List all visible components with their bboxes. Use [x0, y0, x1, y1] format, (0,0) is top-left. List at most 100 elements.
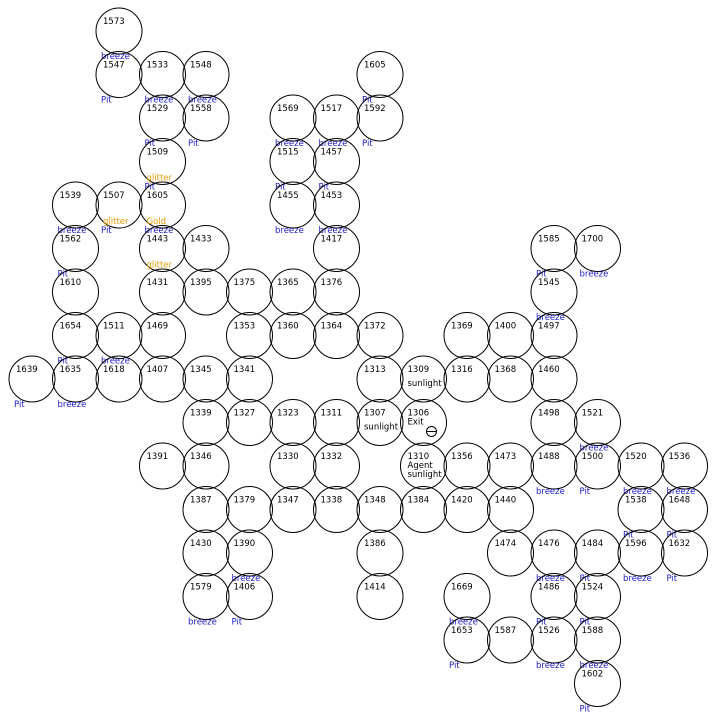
cave-cell: 1345 [182, 355, 230, 403]
cell-id: 1360 [277, 322, 299, 332]
cell-circle [52, 268, 99, 316]
cell-id: 1700 [582, 235, 604, 245]
cell-id: 1364 [321, 322, 343, 332]
cell-circle [182, 51, 230, 98]
cell-id: 1306 [408, 409, 430, 419]
cell-percept-breeze: breeze [580, 444, 609, 454]
cell-id: 1414 [364, 583, 386, 593]
cell-id: 1632 [669, 539, 691, 549]
cell-id: 1387 [190, 496, 212, 506]
cell-percept-pit: Pit [319, 183, 330, 193]
cell-circle [313, 312, 360, 359]
cell-percept-pit: Pit [101, 96, 112, 106]
cave-cell: 1372 [356, 312, 404, 359]
cell-percept-pit: Pit [667, 574, 678, 584]
cell-circle [530, 529, 578, 577]
cell-circle [443, 573, 491, 620]
cell-circle [574, 529, 621, 577]
cell-circle [269, 181, 317, 229]
cell-percept-pit: Pit [14, 400, 25, 410]
cell-circle [226, 486, 273, 533]
cave-cell: 1332 [313, 442, 360, 490]
cell-circle [313, 399, 360, 446]
cell-percept-pit: Pit [580, 487, 591, 497]
cell-id: 1521 [582, 409, 604, 419]
cave-cell: 1414 [356, 573, 404, 620]
cave-cell: 1368 [487, 355, 534, 403]
cell-percept-breeze: breeze [275, 226, 304, 236]
cell-circle [313, 442, 360, 490]
cell-circle [182, 94, 230, 142]
cave-cell: 1420 [443, 486, 491, 533]
cell-percept-breeze: breeze [536, 574, 565, 584]
cell-percept-pit: Pit [101, 226, 112, 236]
cell-percept-pit: Pit [536, 270, 547, 280]
cell-circle [487, 312, 534, 359]
cell-id: 1379 [234, 496, 256, 506]
cell-id: 1348 [364, 496, 386, 506]
cell-circle [226, 268, 273, 316]
cell-circle [574, 442, 621, 490]
cell-id: 1430 [190, 539, 212, 549]
cell-percept-breeze: breeze [275, 139, 304, 149]
cave-cell: 1498 [530, 399, 578, 446]
cave-cell: 1356 [443, 442, 491, 490]
cave-cell: 1520 breeze [617, 442, 665, 497]
cell-id: 1602 [582, 670, 604, 680]
cell-id: 1507 [103, 191, 125, 201]
cell-percept-breeze: breeze [580, 661, 609, 671]
cell-id: 1356 [451, 452, 473, 462]
cave-cell: 1395 [182, 268, 230, 316]
cell-percept-breeze: breeze [188, 96, 217, 106]
cell-id: 1538 [625, 496, 647, 506]
cell-circle [487, 355, 534, 403]
cell-circle [182, 355, 230, 403]
cell-percept-breeze: breeze [536, 313, 565, 323]
cell-percept-glitter: glitter [103, 217, 129, 227]
cell-id: 1453 [321, 191, 343, 201]
cell-id: 1520 [625, 452, 647, 462]
cell-percept-pit: Pit [449, 661, 460, 671]
cave-cell: 1521 breeze [574, 399, 621, 454]
cell-circle [530, 225, 578, 272]
cell-circle [487, 616, 534, 664]
cell-id: 1372 [364, 322, 386, 332]
cell-id: 1515 [277, 148, 299, 158]
cell-id: 1365 [277, 278, 299, 288]
cell-id: 1476 [538, 539, 560, 549]
cell-circle [661, 442, 708, 490]
cell-percept-breeze: breeze [623, 487, 652, 497]
cave-cell: 1460 [530, 355, 578, 403]
cell-circle [313, 225, 360, 272]
cell-id: 1443 [147, 235, 169, 245]
cell-circle [530, 573, 578, 620]
cell-id: 1369 [451, 322, 473, 332]
cell-id: 1653 [451, 626, 473, 636]
cell-circle [182, 225, 230, 272]
cell-id: 1592 [364, 104, 386, 114]
cave-cell: 1369 [443, 312, 491, 359]
cell-id: 1307 [364, 409, 386, 419]
cell-percept-breeze: breeze [580, 270, 609, 280]
